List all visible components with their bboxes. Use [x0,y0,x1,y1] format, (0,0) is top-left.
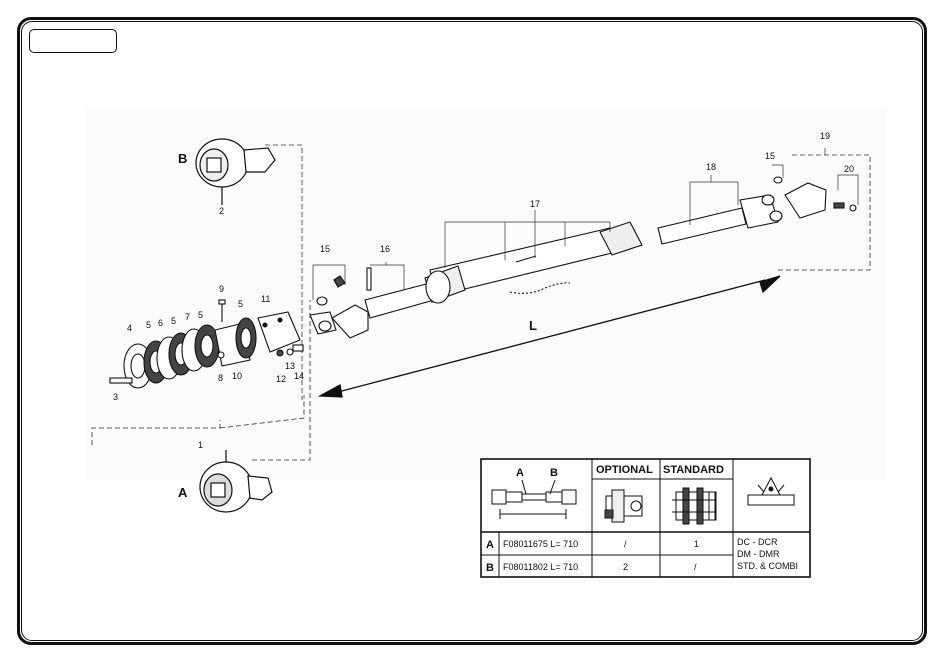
callout-19: 19 [820,131,830,141]
callout-3: 3 [113,392,118,402]
table-header-b: B [550,467,558,479]
row-a-code: F08011675 L= 710 [503,539,578,549]
model-1: DC - DCR [737,537,778,547]
callout-20: 20 [844,164,854,174]
callout-9: 9 [219,284,224,294]
callout-17: 17 [530,199,540,209]
callout-15b: 15 [765,151,775,161]
letter-length: L [529,318,537,333]
callout-13: 13 [285,361,295,371]
reference-table: A B OPTIONAL STANDARD A F08 [481,459,810,577]
col-optional: OPTIONAL [596,464,653,476]
letter-b: B [178,151,187,166]
callout-11: 11 [261,294,270,304]
row-a-standard: 1 [694,539,699,549]
row-b-optional: 2 [623,562,628,572]
callout-12: 12 [276,374,286,384]
model-3: STD. & COMBI [737,561,798,571]
callout-1: 1 [198,440,203,450]
callout-18: 18 [706,162,716,172]
callout-4: 4 [127,323,132,333]
callout-5d: 5 [238,299,243,309]
callout-5a: 5 [146,320,151,330]
col-standard: STANDARD [663,464,724,476]
callout-10: 10 [232,371,242,381]
callout-14: 14 [294,371,304,381]
row-b-code: F08011802 L= 710 [503,562,578,572]
callout-8: 8 [218,373,223,383]
callout-5c: 5 [198,310,203,320]
row-a-key: A [486,539,494,551]
callout-15a: 15 [320,244,330,254]
callout-7: 7 [185,312,190,322]
row-b-key: B [486,562,494,574]
standard-part-sketch [672,488,716,524]
callout-6: 6 [158,318,163,328]
callout-16: 16 [380,244,390,254]
letter-a: A [178,485,188,500]
model-2: DM - DMR [737,549,780,559]
callout-5b: 5 [171,316,176,326]
table-header-a: A [516,467,524,479]
callout-2: 2 [219,206,224,216]
